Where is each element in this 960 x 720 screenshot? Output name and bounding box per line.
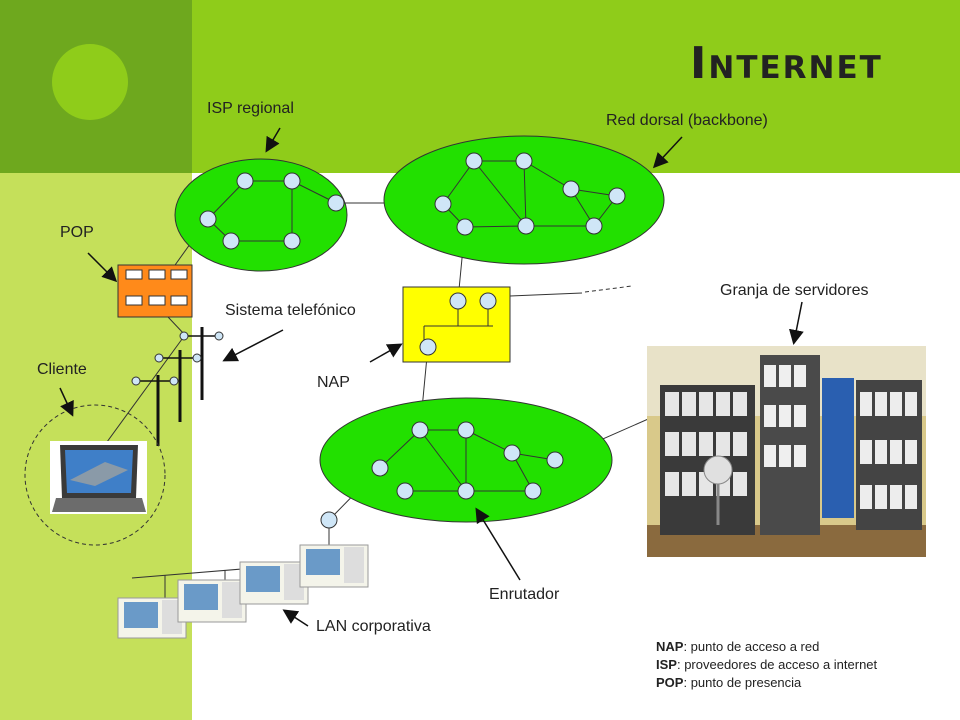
decorative-circle (52, 44, 128, 120)
router-node (327, 194, 345, 212)
lan-computer-icon (117, 597, 187, 639)
arrow-granja (788, 301, 804, 345)
arrow-telephone (222, 329, 284, 362)
router-node (457, 482, 475, 500)
corporate-lan (117, 520, 369, 639)
legend-desc: : punto de acceso a red (683, 639, 820, 654)
router-node (283, 172, 301, 190)
legend-item: NAP: punto de acceso a red (656, 638, 877, 656)
label-client: Cliente (37, 361, 87, 378)
router-node (515, 152, 533, 170)
router-node (546, 451, 564, 469)
router-node (449, 292, 467, 310)
router-node (222, 232, 240, 250)
label-server-farm: Granja de servidores (720, 282, 869, 299)
server-farm-image (647, 346, 926, 557)
router-node (465, 152, 483, 170)
router-node (199, 210, 217, 228)
lan-computer-icon (239, 561, 309, 605)
router-node (608, 187, 626, 205)
router-node (283, 232, 301, 250)
legend-item: POP: punto de presencia (656, 674, 877, 692)
router-node (371, 459, 389, 477)
arrow-lan (282, 609, 309, 627)
router-node (503, 444, 521, 462)
router-node (524, 482, 542, 500)
label-backbone: Red dorsal (backbone) (606, 112, 768, 129)
legend-desc: : proveedores de acceso a internet (676, 657, 878, 672)
label-corporate-lan: LAN corporativa (316, 618, 431, 635)
router-node (562, 180, 580, 198)
router-node (419, 338, 437, 356)
legend-desc: : punto de presencia (683, 675, 802, 690)
router-node (236, 172, 254, 190)
label-router: Enrutador (489, 586, 560, 603)
router-node (434, 195, 452, 213)
router-node (456, 218, 474, 236)
page-title: Internet (690, 38, 883, 89)
legend-item: ISP: proveedores de acceso a internet (656, 656, 877, 674)
label-telephone-system: Sistema telefónico (225, 302, 356, 319)
laptop-icon (50, 441, 147, 514)
legend-term: NAP (656, 639, 684, 654)
arrow-isp (265, 127, 281, 153)
label-nap: NAP (317, 374, 350, 391)
label-pop: POP (60, 224, 94, 241)
router-node (517, 217, 535, 235)
legend-term: POP (656, 675, 684, 690)
legend-term: ISP (656, 657, 677, 672)
arrow-cliente (59, 387, 74, 417)
client-boundary (24, 404, 166, 546)
legend: NAP: punto de acceso a red ISP: proveedo… (656, 638, 877, 692)
arrow-enrutador (475, 507, 521, 581)
lan-computer-icon (177, 579, 247, 623)
telephone-poles (156, 327, 204, 446)
router-node (457, 421, 475, 439)
router-node (320, 511, 338, 529)
router-node (411, 421, 429, 439)
router-node (479, 292, 497, 310)
router-node (585, 217, 603, 235)
router-nodes (199, 152, 626, 529)
lan-computer-icon (299, 544, 369, 588)
arrow-nap (369, 343, 403, 363)
arrow-pop (87, 252, 118, 283)
arrow-backbone (652, 136, 683, 169)
label-isp-regional: ISP regional (207, 100, 294, 117)
router-node (396, 482, 414, 500)
